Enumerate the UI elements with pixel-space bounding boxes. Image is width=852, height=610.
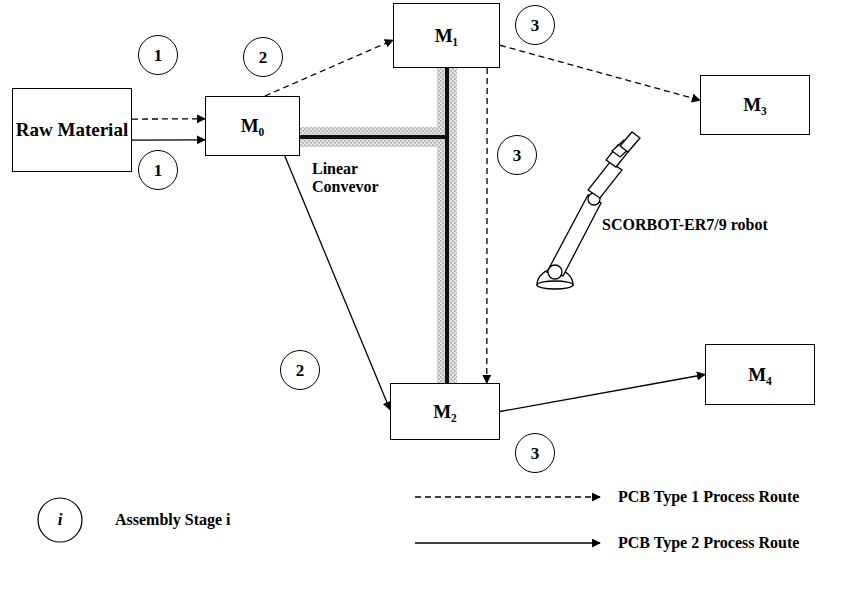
stage-number: 2 xyxy=(259,49,268,66)
box-label: M₁ xyxy=(435,25,459,47)
type1-route xyxy=(132,118,205,120)
stage-circle: 3 xyxy=(515,433,555,473)
stage-number: 2 xyxy=(296,362,305,379)
linear-conveyor xyxy=(300,68,457,383)
box-label: Raw Material xyxy=(16,119,128,141)
machine-box: Raw Material xyxy=(12,88,132,172)
stage-number: 1 xyxy=(154,162,163,179)
stage-number: 1 xyxy=(154,47,163,64)
robot-illustration xyxy=(537,132,640,289)
stage-circle: 1 xyxy=(138,35,178,75)
stage-number: 3 xyxy=(531,17,540,34)
stage-circle: 3 xyxy=(497,135,537,175)
legend-text: Assembly Stage i xyxy=(115,510,231,530)
stage-number: 3 xyxy=(513,147,522,164)
machine-box: M₃ xyxy=(700,75,810,135)
stage-number: 3 xyxy=(531,445,540,462)
machine-box: M₂ xyxy=(390,383,500,440)
box-label: M₀ xyxy=(241,115,265,137)
stage-circle: 2 xyxy=(243,37,283,77)
stage-circle: 2 xyxy=(280,350,320,390)
annotation-label: Linear Convevor xyxy=(312,160,392,197)
stage-circle: 3 xyxy=(515,5,555,45)
legend-text: PCB Type 1 Process Route xyxy=(618,487,799,507)
annotation-label: SCORBOT-ER7/9 robot xyxy=(602,216,842,234)
type1-route xyxy=(486,68,488,383)
box-label: M₂ xyxy=(433,401,457,423)
machine-box: M₁ xyxy=(393,3,500,68)
stage-circle: 1 xyxy=(138,150,178,190)
machine-box: M₀ xyxy=(205,96,300,156)
type2-route xyxy=(500,375,705,412)
legend-line xyxy=(415,496,600,497)
machine-box: M₄ xyxy=(705,344,815,405)
type1-route xyxy=(265,40,393,96)
legend-text: PCB Type 2 Process Route xyxy=(618,533,799,553)
legend-symbol: i xyxy=(38,510,82,530)
type1-route xyxy=(500,45,700,100)
type2-route xyxy=(132,139,205,141)
box-label: M₃ xyxy=(743,94,767,116)
legend-stage-circle xyxy=(38,498,82,542)
legend-line xyxy=(415,542,600,543)
box-label: M₄ xyxy=(748,364,772,386)
